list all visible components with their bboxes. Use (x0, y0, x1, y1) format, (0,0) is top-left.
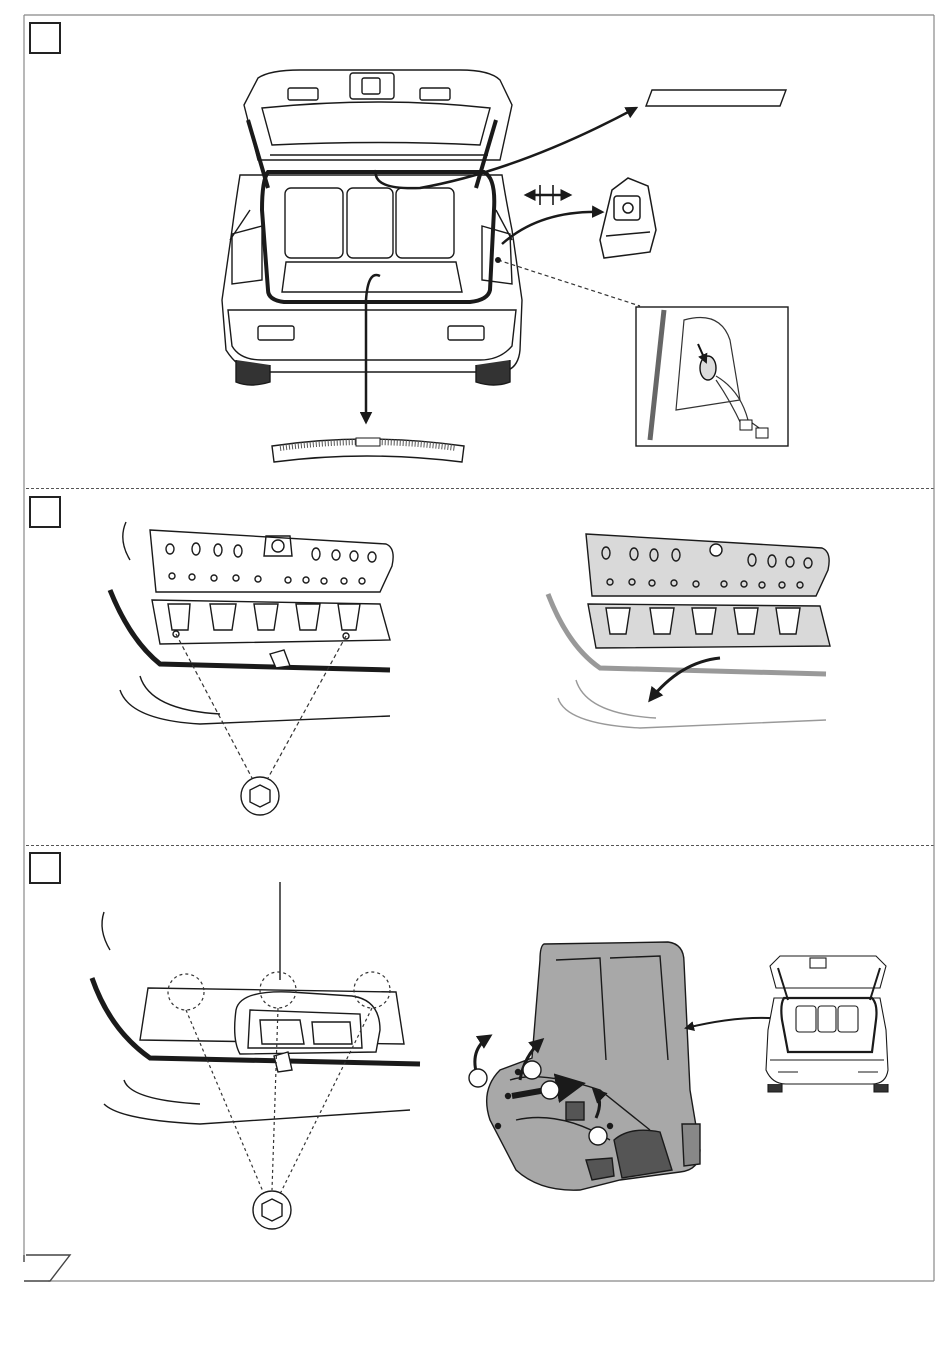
trim-strip (646, 90, 786, 106)
page-corner-mark (24, 1255, 70, 1281)
tail-lamp (600, 178, 656, 258)
hex-socket-icon-2 (253, 1191, 291, 1229)
hex-socket-icon (241, 777, 279, 815)
car-rear-view (222, 70, 522, 385)
sill-plate (272, 438, 464, 462)
car-thumbnail (766, 956, 888, 1092)
step3-left-view (92, 912, 420, 1124)
step2-right-cover (548, 534, 830, 728)
connector-detail-inset (636, 307, 788, 446)
step2-leader-lines (176, 634, 346, 778)
third-row-seat (487, 942, 700, 1190)
step2-left-cover (110, 522, 393, 724)
left-right-arrow-icon (526, 185, 570, 205)
